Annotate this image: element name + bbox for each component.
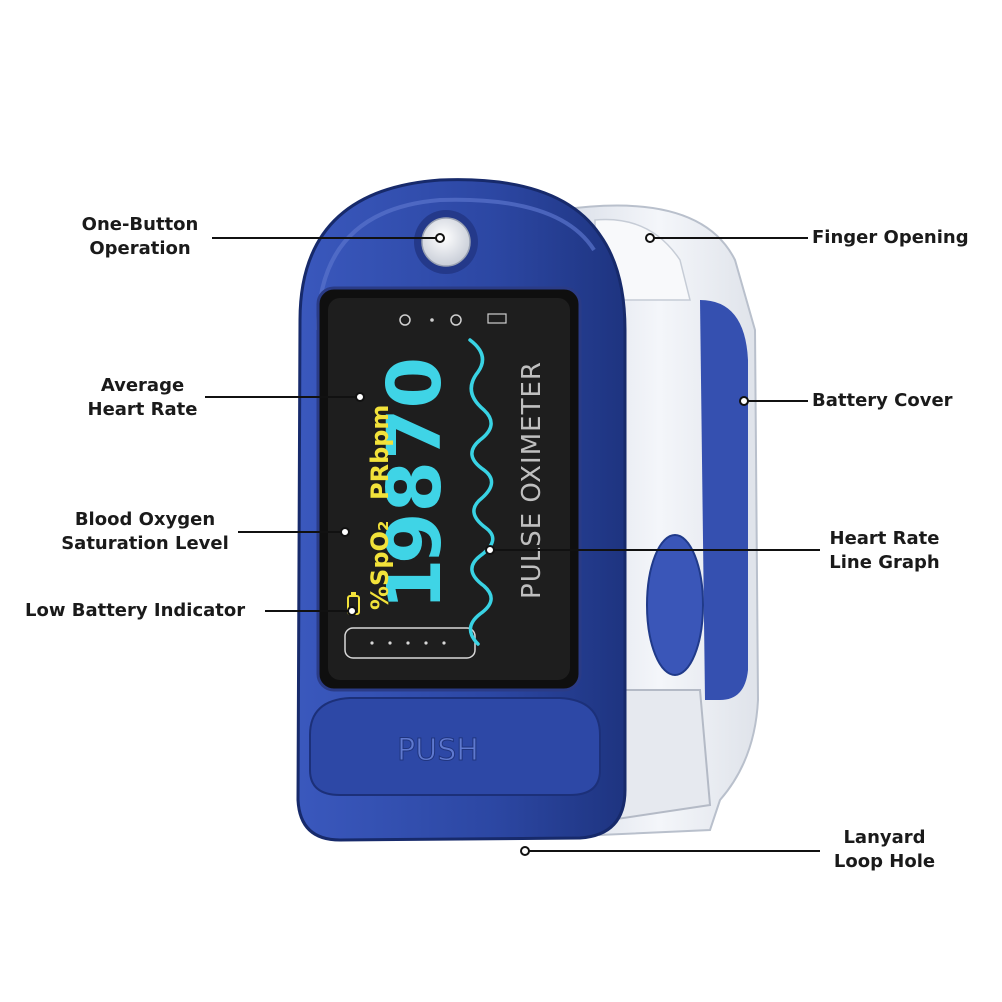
callout-line: Heart Rate [87,399,198,420]
power-button [421,217,471,267]
leader-endpoints [340,233,749,856]
callout-low-battery: Low Battery Indicator [25,599,245,623]
callout-line: One-Button [81,214,199,235]
status-icon-2 [450,314,462,326]
push-label: PUSH [397,733,479,768]
callout-line: Operation [89,238,191,259]
display-spo2-label: %SpO₂ [366,521,394,610]
callout-line: Average [100,375,185,396]
callout-one-button: One-Button Operation [70,213,210,261]
push-pad [309,697,601,796]
callout-battery-cover: Battery Cover [812,389,953,413]
status-icon-3 [487,313,507,324]
callout-heart-rate-graph: Heart Rate Line Graph [822,527,947,575]
callout-line: Finger Opening [812,227,969,248]
callout-line: Battery Cover [812,390,953,411]
display-spo2-prefix: 1 [372,559,458,611]
battery-tip [351,592,356,596]
display-pr-label: PRbpm [366,405,394,500]
callout-line: Loop Hole [833,851,936,872]
leader-lines [205,237,820,852]
battery-cover-stripe [700,300,748,700]
callout-lanyard: Lanyard Loop Hole [822,826,947,874]
brand-text: PULSE OXIMETER [517,361,547,599]
callout-line: Blood Oxygen [74,509,216,530]
callout-line: Heart Rate [829,528,940,549]
bar-strip-dots [370,641,446,645]
shell-bevel [316,197,596,331]
callout-line: Saturation Level [61,533,229,554]
status-icon-1 [399,314,411,326]
side-knob [646,534,704,676]
callout-blood-oxygen: Blood Oxygen Saturation Level [55,508,235,556]
display-spo2-value: 98 [372,461,458,564]
display-pr-value: 70 [372,357,458,460]
callout-finger-opening: Finger Opening [812,226,969,250]
heart-rate-waveform [468,338,495,646]
callout-average-heart-rate: Average Heart Rate [80,374,205,422]
callout-line: Low Battery Indicator [25,600,246,621]
display-glass [328,298,570,680]
callout-line: Line Graph [829,552,940,573]
status-icon-dot [430,318,434,322]
callout-line: Lanyard [843,827,926,848]
